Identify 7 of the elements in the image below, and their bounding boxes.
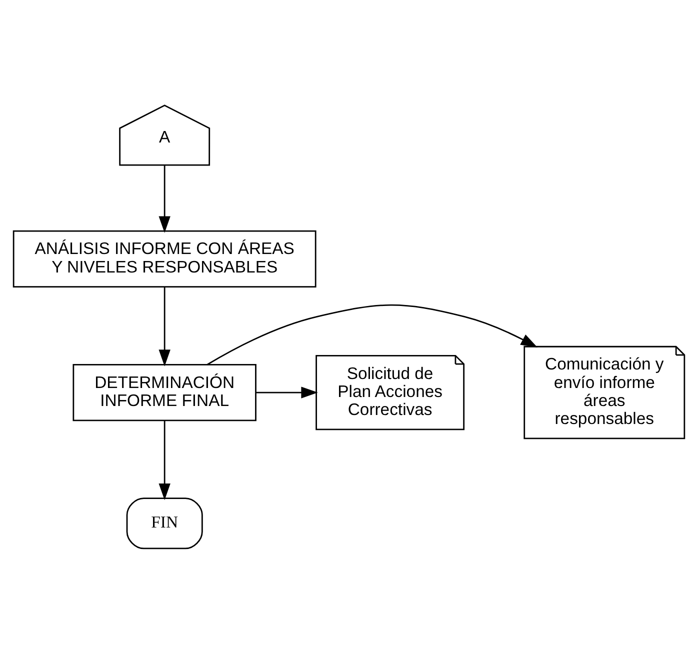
arrow — [256, 386, 318, 398]
arrow — [158, 286, 170, 366]
arrow — [158, 165, 170, 233]
arrow — [158, 420, 170, 500]
node-box: DETERMINACIÓN INFORME FINAL — [72, 364, 256, 422]
node-box: ANÁLISIS INFORME CON ÁREAS Y NIVELES RESPONSABLES — [12, 230, 316, 288]
node-box: FIN — [126, 498, 203, 550]
